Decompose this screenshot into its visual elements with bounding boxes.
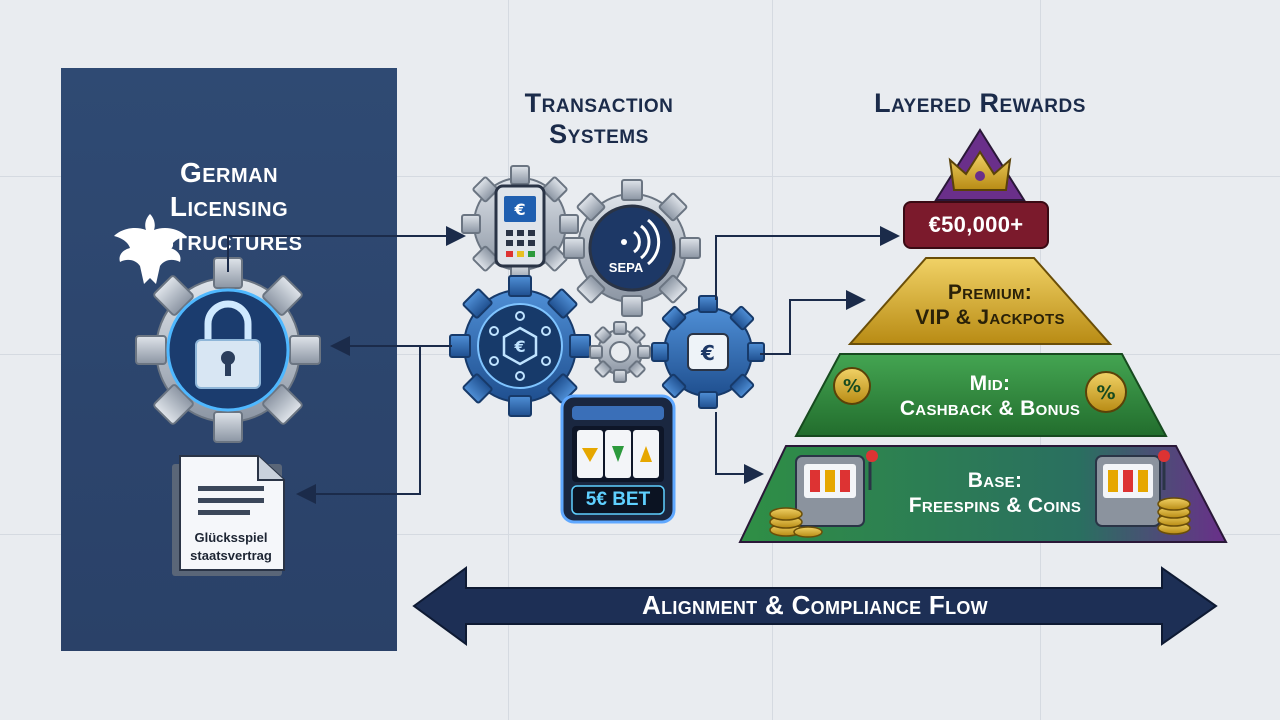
transaction-title: Transaction Systems (454, 88, 744, 150)
sepa-label: SEPA (608, 260, 644, 275)
tier-base-heading: Base: (967, 469, 1023, 492)
sepa-contactless-gear-icon (563, 179, 701, 317)
svg-text:%: % (843, 376, 861, 397)
euro-gear-icon: € (651, 295, 765, 409)
transaction-title-line: Systems (549, 119, 649, 149)
tier-mid-heading: Mid: (969, 372, 1011, 395)
svg-text:€: € (513, 200, 525, 219)
tier-premium-label: Premium: VIP & Jackpots (870, 280, 1110, 330)
rewards-pyramid: % % (738, 128, 1228, 543)
document-title-line: Glücksspiel (194, 530, 268, 545)
flow-arrow (412, 566, 1218, 646)
crown-icon (948, 150, 1012, 191)
padlock-gear-icon (135, 257, 321, 443)
grid-line (0, 176, 1280, 177)
tier-premium-detail: VIP & Jackpots (915, 306, 1065, 329)
grid-line (0, 534, 1280, 535)
coin-stack-icon (1157, 497, 1191, 535)
slot-machine-icon (795, 450, 878, 527)
coin-stack-icon (769, 507, 823, 538)
tier-top-label: €50,000+ (928, 212, 1024, 237)
eagle-emblem-icon (114, 214, 186, 284)
rewards-title: Layered Rewards (874, 88, 1086, 118)
licensing-title-line: Licensing (169, 191, 289, 222)
bet-label: 5€ BET (585, 489, 651, 510)
tier-base-detail: Freespins & Coins (908, 494, 1082, 517)
svg-text:€: € (513, 337, 525, 356)
tier-mid-label: Mid: Cashback & Bonus (860, 371, 1120, 421)
percent-badge-icon: % (833, 367, 871, 405)
flow-label: Alignment & Compliance Flow (642, 590, 988, 620)
card-terminal-gear-icon: € (461, 165, 579, 283)
document-icon (172, 455, 285, 576)
tier-base-label: Base: Freespins & Coins (860, 468, 1130, 518)
slot-machine-icon (560, 394, 676, 524)
svg-text:€: € (700, 341, 715, 365)
slot-machine-icon (1095, 450, 1170, 527)
svg-text:%: % (1096, 382, 1115, 404)
connector-lines (227, 226, 900, 504)
tier-premium-heading: Premium: (947, 281, 1033, 304)
document-title-line: staatsvertrag (190, 548, 272, 563)
percent-badge-icon: % (1085, 371, 1127, 413)
grid-line (772, 0, 773, 720)
blockchain-gear-icon: € (449, 275, 591, 417)
licensing-title-line: German (179, 157, 279, 188)
transaction-title-line: Transaction (524, 88, 674, 118)
small-gear-icon (589, 321, 651, 383)
tier-mid-detail: Cashback & Bonus (899, 397, 1081, 420)
